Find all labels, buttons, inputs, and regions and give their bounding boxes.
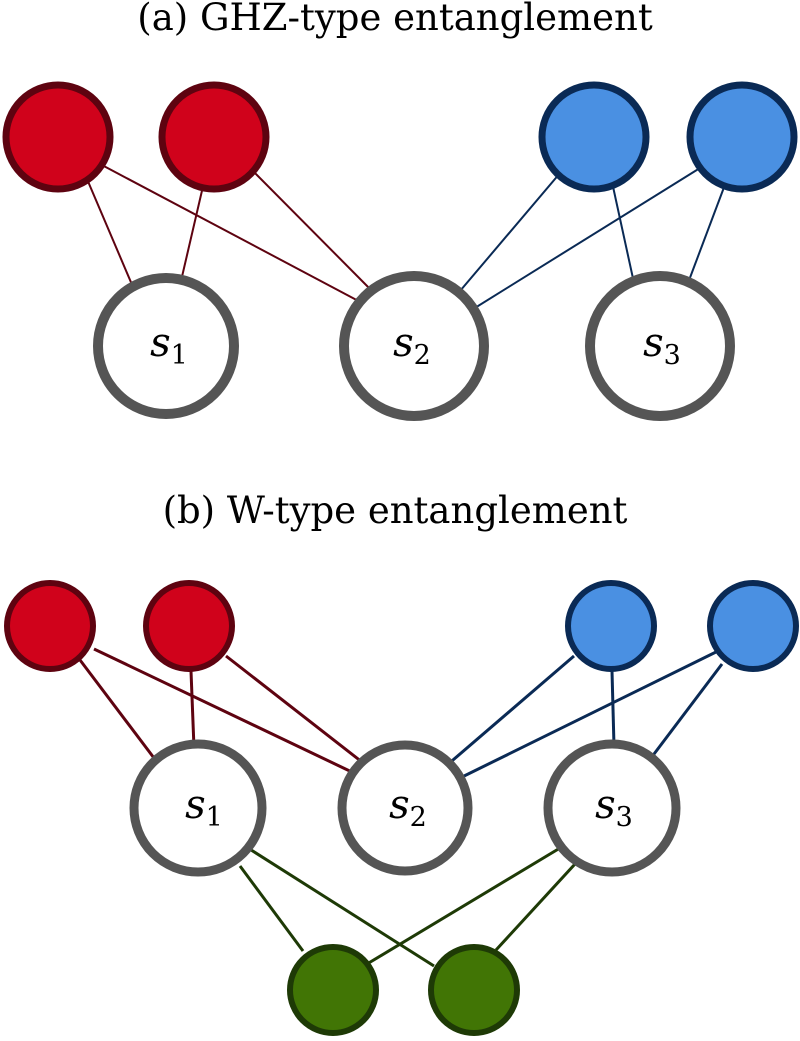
edge-b-red2-s2: [225, 654, 363, 764]
system-node-s2: s2: [339, 271, 489, 421]
red-party-node: [2, 81, 114, 193]
edge-b-green2-s1: [247, 846, 435, 968]
panel-b-title: (b) W-type entanglement: [163, 489, 628, 532]
edge-a-blue2-s3: [687, 181, 727, 284]
system-label: s3: [643, 320, 681, 371]
edge-b-blue1-s3: [610, 670, 616, 747]
edge-b-red1-s2: [93, 647, 357, 776]
blue-party-node: [707, 580, 799, 672]
panel-a-title: (a) GHZ-type entanglement: [137, 0, 653, 39]
panel-b-edges: [78, 647, 724, 969]
edge-b-blue2-s3: [649, 663, 724, 759]
panel-b-party-nodes: [4, 580, 799, 1036]
edge-a-blue2-s2: [469, 167, 701, 312]
panel-a: (a) GHZ-type entanglement s1: [2, 0, 798, 421]
edge-b-red1-s1: [78, 659, 159, 763]
blue-party-node: [538, 81, 650, 193]
green-party-node: [287, 944, 379, 1036]
system-node-s1: s1: [129, 739, 267, 877]
edge-b-red2-s1: [189, 670, 196, 749]
system-label: s1: [185, 782, 223, 833]
panel-a-edges: [83, 163, 727, 312]
green-party-node: [428, 944, 520, 1036]
red-party-node: [143, 580, 235, 672]
edge-a-blue1-s2: [459, 165, 567, 292]
red-party-node: [4, 580, 96, 672]
system-node-s3: s3: [585, 271, 735, 421]
edge-b-blue2-s2: [457, 650, 717, 781]
system-node-s2: s2: [337, 740, 473, 876]
system-label: s2: [389, 782, 427, 833]
system-label: s3: [595, 782, 633, 833]
edge-a-red1-s2: [99, 163, 367, 306]
red-party-node: [158, 81, 270, 193]
edge-a-red1-s1: [83, 171, 134, 288]
blue-party-node: [565, 580, 657, 672]
edge-b-green2-s3: [494, 862, 577, 952]
edge-a-red2-s2: [249, 167, 379, 298]
blue-party-node: [686, 81, 798, 193]
system-node-s3: s3: [543, 739, 681, 877]
edge-a-red2-s1: [180, 181, 205, 282]
edge-a-blue1-s3: [611, 181, 635, 284]
edge-b-blue1-s2: [445, 654, 575, 768]
system-label: s1: [150, 320, 188, 371]
panel-a-party-nodes: [2, 81, 798, 193]
panel-a-system-nodes: s1 s2 s3: [93, 271, 735, 421]
panel-b-system-nodes: s1 s2 s3: [129, 739, 681, 877]
edge-b-green1-s1: [238, 865, 305, 952]
panel-b: (b) W-type entanglement: [4, 489, 799, 1036]
system-node-s1: s1: [93, 273, 239, 419]
system-label: s2: [393, 320, 431, 371]
edge-b-green1-s3: [361, 846, 561, 969]
